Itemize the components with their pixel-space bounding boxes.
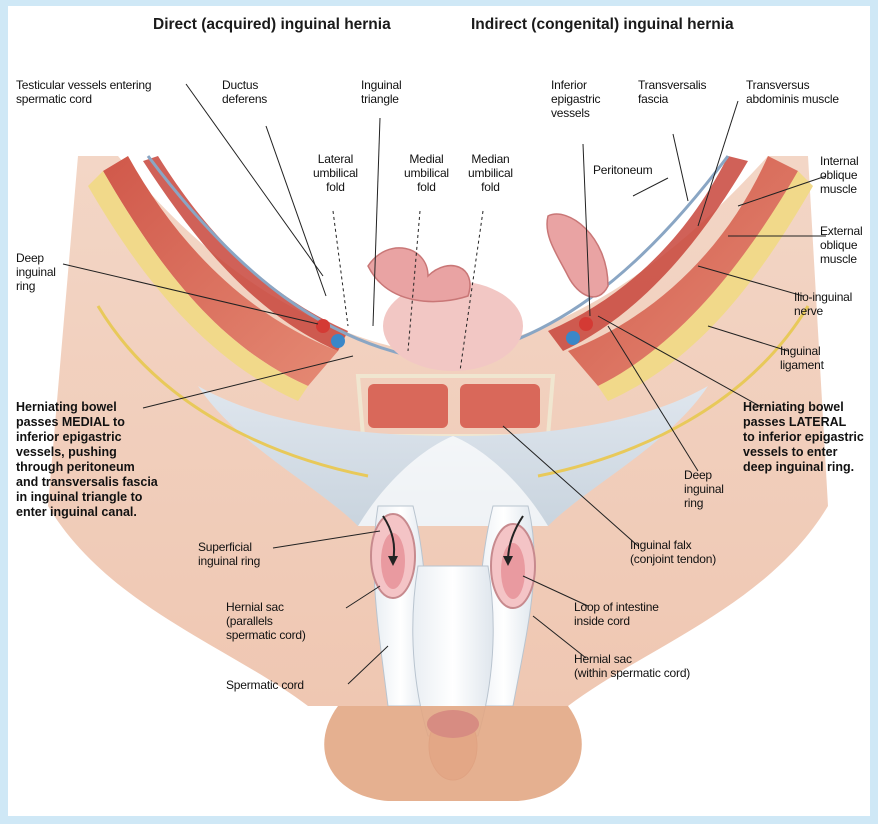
left-rectus [368,384,448,428]
heading-direct-hernia: Direct (acquired) inguinal hernia [153,16,391,34]
diagram-canvas: Direct (acquired) inguinal hernia Indire… [8,6,870,816]
label-internal-oblique: Internal oblique muscle [820,154,858,196]
label-external-oblique: External oblique muscle [820,224,862,266]
label-deep-inguinal-ring-left: Deep inguinal ring [16,251,56,293]
label-ilio-inguinal-nerve: Ilio-inguinal nerve [794,290,852,318]
right-vessel-red [579,317,593,331]
right-intestine-loop [547,214,608,297]
label-lateral-umbilical-fold: Lateral umbilical fold [313,152,358,194]
label-transversalis-fascia: Transversalis fascia [638,78,706,106]
right-sac-inner [501,543,525,599]
label-median-umbilical-fold: Median umbilical fold [468,152,513,194]
label-inguinal-falx: Inguinal falx (conjoint tendon) [630,538,716,566]
label-superficial-inguinal-ring: Superficial inguinal ring [198,540,260,568]
label-ductus-deferens: Ductus deferens [222,78,267,106]
note-direct-hernia: Herniating bowel passes MEDIAL to inferi… [16,400,158,520]
label-hernial-sac-within: Hernial sac (within spermatic cord) [574,652,690,680]
right-vessel-blue [566,331,580,345]
label-inferior-epigastric-vessels: Inferior epigastric vessels [551,78,600,120]
label-loop-of-intestine: Loop of intestine inside cord [574,600,659,628]
label-inguinal-triangle: Inguinal triangle [361,78,401,106]
note-indirect-hernia: Herniating bowel passes LATERAL to infer… [743,400,864,475]
label-peritoneum: Peritoneum [593,163,652,177]
heading-indirect-hernia: Indirect (congenital) inguinal hernia [471,16,734,34]
glans-top [427,710,479,738]
label-deep-inguinal-ring-right: Deep inguinal ring [684,468,724,510]
label-transversus-abdominis: Transversus abdominis muscle [746,78,839,106]
left-vessel-blue [331,334,345,348]
intestine-loops [368,248,470,302]
label-inguinal-ligament: Inguinal ligament [780,344,824,372]
label-spermatic-cord: Spermatic cord [226,678,304,692]
label-testicular-vessels: Testicular vessels entering spermatic co… [16,78,151,106]
left-vessel-red [316,319,330,333]
label-medial-umbilical-fold: Medial umbilical fold [404,152,449,194]
right-rectus [460,384,540,428]
label-hernial-sac-parallels: Hernial sac (parallels spermatic cord) [226,600,306,642]
